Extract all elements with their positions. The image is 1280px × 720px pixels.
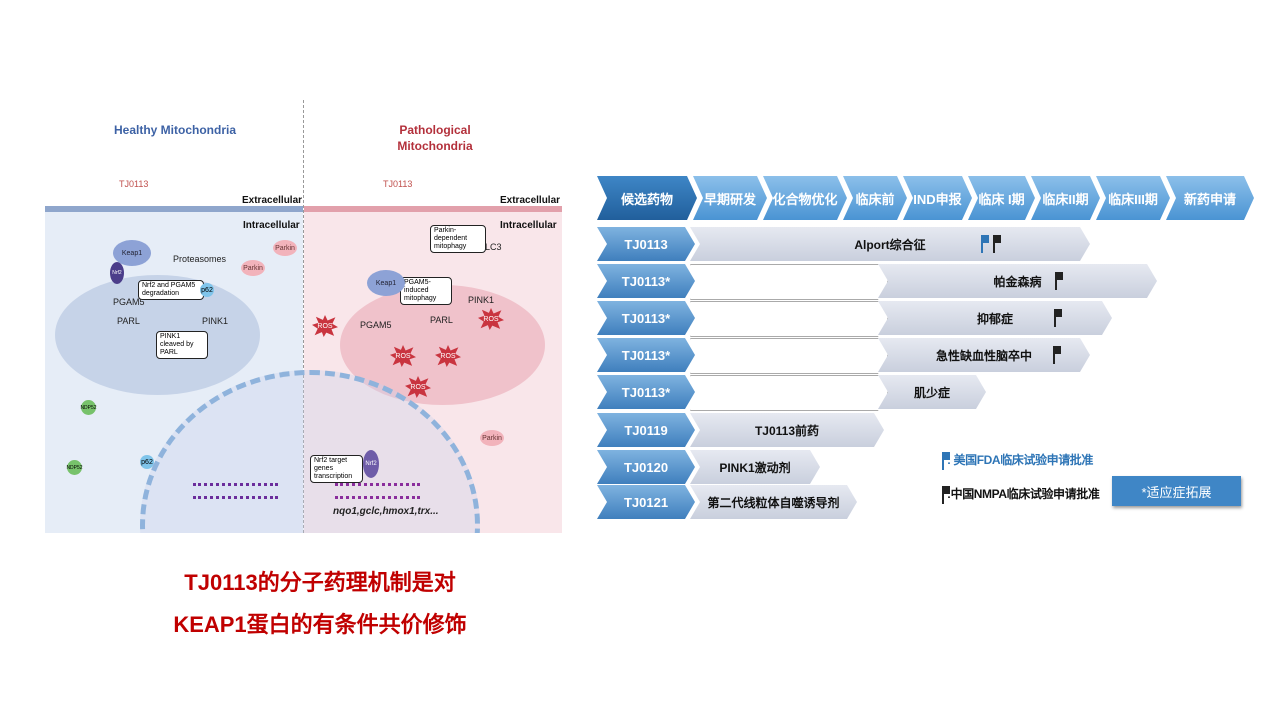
mechanism-diagram: Healthy Mitochondria Pathological Mitoch… [45,100,562,533]
ros-3: ROS [390,345,416,367]
stage-4: IND申报 [903,176,972,220]
drug-label: TJ0113* [597,338,695,372]
transcription-box: Nrf2 target genes transcription [310,455,363,483]
divider [303,100,304,533]
pathological-title: Pathological Mitochondria [397,123,473,153]
parkin-mitophagy-box: Parkin-dependent mitophagy [430,225,486,253]
fda-flag-icon [981,235,989,253]
drug-label: TJ0120 [597,450,695,484]
membrane-pathological [304,206,562,212]
ros-4: ROS [435,345,461,367]
pgam5-healthy: PGAM5 [113,297,145,307]
indication-bar: 急性缺血性脑卒中 [878,338,1090,372]
keap1-healthy: Keap1 [113,240,151,266]
nrf2-healthy: Nrf2 [110,262,124,284]
parl-healthy: PARL [117,316,140,326]
nmpa-flag-icon [1053,346,1061,364]
blue-flag-icon [942,451,950,470]
nrf2-nucleus: Nrf2 [363,450,379,478]
legend-nmpa: :中国NMPA临床试验申请批准 [942,485,1100,504]
empty-bar [690,338,888,374]
p62-1: p62 [200,283,214,297]
dna-pathological [335,483,420,499]
lc3-label: LC3 [485,242,502,252]
legend-nmpa-text: :中国NMPA临床试验申请批准 [947,487,1100,501]
target-genes: nqo1,gclc,hmox1,trx... [333,506,439,517]
p62-2: p62 [140,455,154,469]
stage-8: 新药申请 [1166,176,1254,220]
ros-2: ROS [478,308,504,330]
dna-healthy [193,483,278,499]
parkin-2: Parkin [273,240,297,256]
stage-2: 化合物优化 [763,176,847,220]
intracellular-label-left: Intracellular [243,220,300,231]
nmpa-flag-icon [1054,309,1062,327]
drug-label: TJ0119 [597,413,695,447]
ndp52-1: NDP52 [80,400,97,415]
drug-label-healthy: TJ0113 [119,179,149,189]
empty-bar [690,264,888,300]
drug-label: TJ0113* [597,264,695,298]
indication-bar: TJ0113前药 [690,413,884,447]
pgam5-mitophagy-box: PGAM5-induced mitophagy [400,277,452,305]
drug-label: TJ0113* [597,375,695,409]
pink1-pathological: PINK1 [468,295,495,305]
stage-6: 临床II期 [1031,176,1100,220]
ndp52-2: NDP52 [66,460,83,475]
ros-5: ROS [405,376,431,398]
extracellular-label-left: Extracellular [242,195,303,206]
parkin-1: Parkin [241,260,265,276]
drug-label: TJ0113 [597,227,695,261]
empty-bar [690,375,888,411]
indication-bar: Alport综合征 [690,227,1090,261]
cleaved-box: PINK1 cleaved by PARL [156,331,208,359]
stage-1: 早期研发 [693,176,767,220]
indication-bar: PINK1激动剂 [690,450,820,484]
stage-3: 临床前 [843,176,907,220]
membrane-healthy [45,206,303,212]
indication-expansion-button[interactable]: *适应症拓展 [1112,476,1241,506]
nmpa-flag-icon [993,235,1001,253]
indication-bar: 肌少症 [878,375,986,409]
legend-fda-text: : 美国FDA临床试验申请批准 [947,453,1093,467]
stage-5: 临床 I期 [968,176,1035,220]
nmpa-flag-icon [1055,272,1063,290]
legend-fda: : 美国FDA临床试验申请批准 [942,451,1093,470]
intracellular-label-right: Intracellular [500,220,557,231]
drug-label: TJ0121 [597,485,695,519]
degradation-box: Nrf2 and PGAM5 degradation [138,280,204,300]
proteasomes-label: Proteasomes [173,254,227,264]
empty-bar [690,301,888,337]
caption-line-2: KEAP1蛋白的有条件共价修饰 [173,612,467,637]
extracellular-label-right: Extracellular [500,195,561,206]
parkin-3: Parkin [480,430,504,446]
keap1-pathological: Keap1 [367,270,405,296]
caption-line-1: TJ0113的分子药理机制是对 [184,570,456,595]
ros-1: ROS [312,315,338,337]
stage-7: 临床III期 [1096,176,1170,220]
drug-label: TJ0113* [597,301,695,335]
indication-bar: 抑郁症 [878,301,1112,335]
drug-label-pathological: TJ0113 [383,179,413,189]
stage-0: 候选药物 [597,176,697,220]
black-flag-icon [942,485,950,504]
parl-pathological: PARL [430,315,453,325]
healthy-title: Healthy Mitochondria [113,123,236,137]
indication-bar: 帕金森病 [878,264,1157,298]
indication-bar: 第二代线粒体自噬诱导剂 [690,485,857,519]
pgam5-pathological: PGAM5 [360,320,392,330]
pink1-healthy: PINK1 [202,316,229,326]
